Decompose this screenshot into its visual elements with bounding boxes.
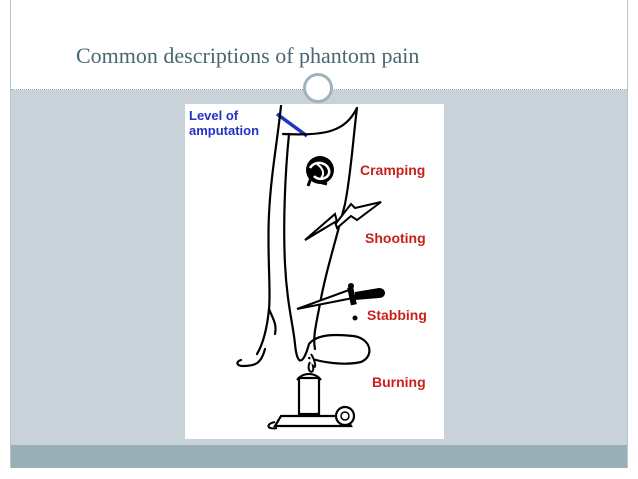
ring-ornament-icon (303, 73, 333, 103)
knot-cramp-icon (306, 156, 334, 186)
slide-title: Common descriptions of phantom pain (76, 43, 419, 69)
burning-label: Burning (372, 374, 426, 390)
level-label-line2: amputation (189, 123, 259, 138)
shooting-label: Shooting (365, 230, 426, 246)
bottom-accent-band (11, 445, 627, 468)
level-of-amputation-label: Level of amputation (189, 108, 259, 138)
stabbing-label: Stabbing (367, 307, 427, 323)
cramping-label: Cramping (360, 162, 425, 178)
amputation-level-marker (277, 114, 307, 136)
phantom-leg-outline (237, 106, 369, 366)
phantom-pain-illustration: Level of amputation Cramping Shooting St… (185, 104, 444, 439)
level-label-line1: Level of (189, 108, 259, 123)
candle-icon (268, 354, 354, 428)
